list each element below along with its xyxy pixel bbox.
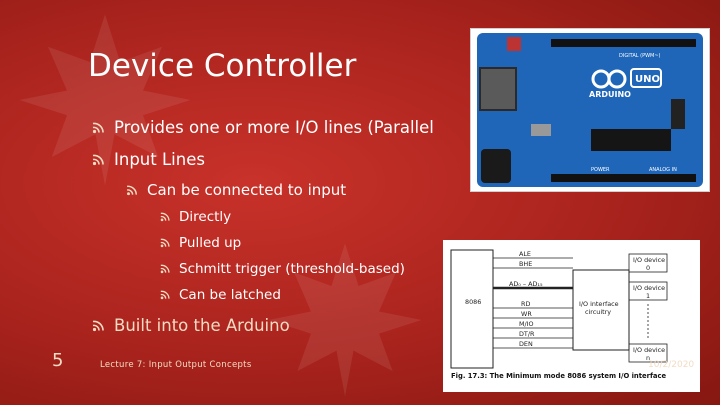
figure-label-dtr: DT/R bbox=[519, 330, 535, 338]
wifi-arc-bullet-icon bbox=[160, 264, 170, 274]
bullet-text: Input Lines bbox=[114, 150, 205, 169]
arduino-logo-text: ARDUINO bbox=[589, 90, 631, 99]
uno-text: UNO bbox=[635, 74, 660, 85]
bullet-can-be-latched: Can be latched bbox=[160, 287, 281, 303]
digital-label: DIGITAL (PWM~) bbox=[619, 53, 661, 59]
figure-label-device1-num: 1 bbox=[646, 292, 651, 300]
maple-leaf-decoration-icon bbox=[268, 243, 422, 397]
wifi-arc-bullet-icon bbox=[160, 238, 170, 248]
footer-text: Lecture 7: Input Output Concepts bbox=[100, 360, 252, 370]
bullet-text: Directly bbox=[179, 209, 232, 225]
figure-label-device1: I/O device bbox=[633, 284, 666, 292]
wifi-arc-bullet-icon bbox=[92, 154, 104, 165]
wifi-arc-bullet-icon bbox=[92, 320, 104, 331]
wifi-arc-bullet-icon bbox=[160, 212, 170, 222]
bullet-directly: Directly bbox=[160, 209, 231, 225]
footer-date: 10/2/2020 bbox=[648, 360, 695, 370]
bullet-text: Provides one or more I/O lines (Parallel bbox=[114, 118, 434, 137]
figure-label-8086: 8086 bbox=[465, 298, 482, 306]
figure-label-wr: WR bbox=[521, 310, 532, 318]
power-label: POWER bbox=[591, 167, 610, 173]
bullet-connected-to-input: Can be connected to input bbox=[126, 181, 346, 199]
bullet-provides-io-lines: Provides one or more I/O lines (Parallel bbox=[92, 118, 434, 137]
wifi-arc-bullet-icon bbox=[160, 290, 170, 300]
slide-title: Device Controller bbox=[88, 48, 357, 84]
figure-label-rd: RD bbox=[521, 300, 531, 308]
slide-number: 5 bbox=[52, 350, 64, 371]
bullet-built-into-arduino: Built into the Arduino bbox=[92, 316, 290, 335]
bullet-text: Pulled up bbox=[179, 235, 242, 251]
figure-label-device0-num: 0 bbox=[646, 264, 651, 272]
figure-label-circuitry: circuitry bbox=[585, 308, 612, 316]
figure-label-devicen-num: n bbox=[646, 354, 651, 362]
figure-label-mio: M/IO bbox=[519, 320, 534, 328]
bullet-text: Built into the Arduino bbox=[114, 316, 290, 335]
io-interface-figure: 8086 ALE BHE AD₀ – AD₁₅ RD WR M/IO DT/R … bbox=[443, 240, 700, 392]
analog-label: ANALOG IN bbox=[649, 167, 677, 173]
bullet-schmitt-trigger: Schmitt trigger (threshold-based) bbox=[160, 261, 405, 277]
bullet-pulled-up: Pulled up bbox=[160, 235, 241, 251]
figure-caption: Fig. 17.3: The Minimum mode 8086 system … bbox=[451, 372, 667, 380]
bullet-text: Can be latched bbox=[179, 287, 281, 303]
figure-label-ad: AD₀ – AD₁₅ bbox=[509, 280, 543, 288]
figure-label-den: DEN bbox=[519, 340, 533, 348]
wifi-arc-bullet-icon bbox=[92, 122, 104, 133]
wifi-arc-bullet-icon bbox=[126, 185, 137, 195]
figure-label-interface: I/O interface bbox=[579, 300, 619, 308]
figure-label-devicen: I/O device bbox=[633, 346, 666, 354]
maple-leaf-decoration-icon bbox=[19, 14, 191, 186]
bullet-text: Can be connected to input bbox=[147, 181, 347, 199]
bullet-text: Schmitt trigger (threshold-based) bbox=[179, 261, 405, 277]
bullet-input-lines: Input Lines bbox=[92, 150, 205, 169]
figure-label-ale: ALE bbox=[519, 250, 531, 258]
arduino-board-image: DIGITAL (PWM~) UNO ARDUINO POWER ANALOG … bbox=[470, 28, 710, 192]
figure-label-device0: I/O device bbox=[633, 256, 666, 264]
figure-label-bhe: BHE bbox=[519, 260, 533, 268]
